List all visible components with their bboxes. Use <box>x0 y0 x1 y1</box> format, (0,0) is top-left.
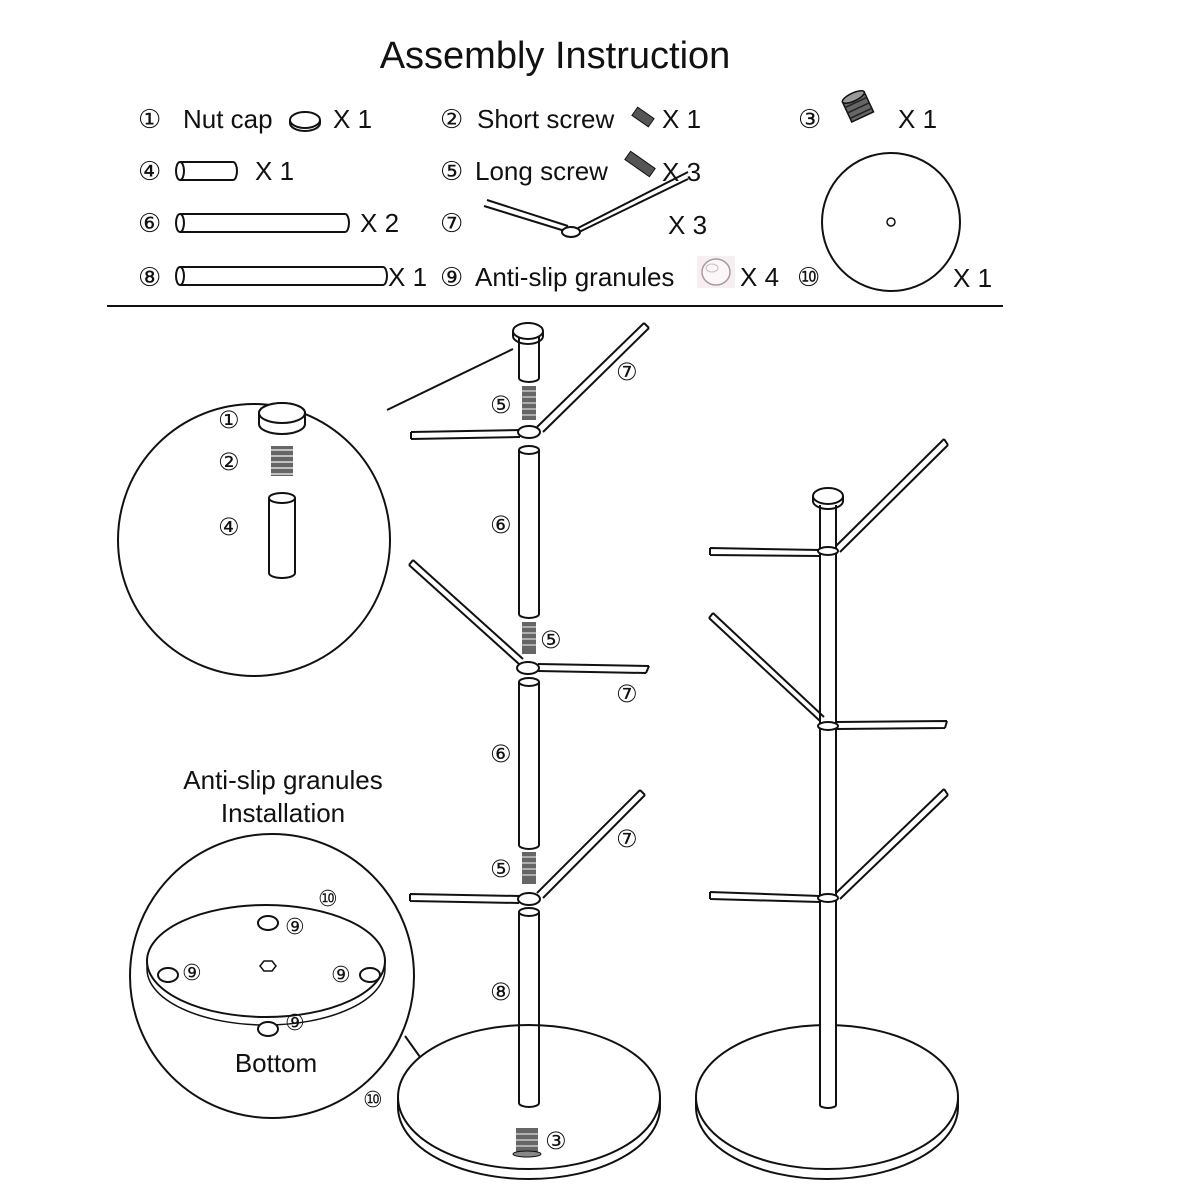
part-9-name: Anti-slip granules <box>475 262 674 292</box>
callout-9-left: ⑨ <box>182 961 202 986</box>
long-tube-icon <box>175 266 388 286</box>
callout-9-bottom: ⑨ <box>285 1011 305 1036</box>
part-9-qty: X 4 <box>740 262 779 292</box>
callout-2: ② <box>218 448 240 476</box>
part-2-name: Short screw <box>477 104 614 134</box>
arm-icon <box>483 171 689 238</box>
part-2-qty: X 1 <box>662 104 701 134</box>
part-7-qty: X 3 <box>668 210 707 240</box>
callout-3: ③ <box>545 1127 567 1155</box>
bottom-label: Bottom <box>235 1048 317 1078</box>
part-1-qty: X 1 <box>333 104 372 134</box>
callout-9-right: ⑨ <box>331 963 351 988</box>
part-8-number: ⑧ <box>138 263 161 293</box>
part-1-number: ① <box>138 105 161 135</box>
part-1-name: Nut cap <box>183 104 273 134</box>
part-10-number: ⑩ <box>797 263 820 293</box>
part-3-number: ③ <box>798 105 821 135</box>
medium-tube-icon <box>175 213 350 233</box>
callout-5-middle: ⑤ <box>540 626 562 654</box>
top-detail-view: ① ② ④ <box>117 348 514 677</box>
parts-list: ① Nut cap X 1 ② Short screw X 1 ③ X 1 ④ … <box>138 90 992 293</box>
part-5-qty: X 3 <box>662 157 701 187</box>
exploded-assembly: ⑤ ⑦ ⑥ ⑤ ⑦ ⑥ ⑤ <box>397 322 661 1180</box>
callout-10-outer: ⑩ <box>363 1088 383 1113</box>
page-title: Assembly Instruction <box>380 35 731 77</box>
assembled-stand <box>695 438 959 1180</box>
part-9-number: ⑨ <box>440 263 463 293</box>
bottom-heading-line1: Anti-slip granules <box>183 765 382 795</box>
callout-1: ① <box>218 406 240 434</box>
part-8-qty: X 1 <box>388 262 427 292</box>
base-disc-icon <box>821 152 961 292</box>
part-6-qty: X 2 <box>360 208 399 238</box>
callout-5-lower: ⑤ <box>490 855 512 883</box>
part-10-qty: X 1 <box>953 263 992 293</box>
callout-5-top: ⑤ <box>490 391 512 419</box>
bottom-detail-view: Anti-slip granules Installation ⑨ ⑨ ⑨ ⑨ … <box>129 765 421 1119</box>
callout-9-top: ⑨ <box>285 915 305 940</box>
callout-7-middle: ⑦ <box>616 680 638 708</box>
long-screw-icon <box>624 150 656 178</box>
callout-7-top: ⑦ <box>616 358 638 386</box>
granule-icon <box>697 256 735 288</box>
part-3-qty: X 1 <box>898 104 937 134</box>
nut-cap-icon <box>289 111 321 132</box>
callout-8: ⑧ <box>490 978 512 1006</box>
part-2-number: ② <box>440 105 463 135</box>
part-5-number: ⑤ <box>440 157 463 187</box>
callout-7-lower: ⑦ <box>616 825 638 853</box>
callout-6-lower: ⑥ <box>490 740 512 768</box>
part-5-name: Long screw <box>475 156 608 186</box>
callout-6-upper: ⑥ <box>490 511 512 539</box>
part-7-number: ⑦ <box>440 209 463 239</box>
short-tube-icon <box>175 161 238 181</box>
part-4-qty: X 1 <box>255 156 294 186</box>
short-screw-icon <box>631 106 655 128</box>
part-6-number: ⑥ <box>138 209 161 239</box>
pedestal-screw-icon <box>841 90 875 124</box>
callout-4: ④ <box>218 513 240 541</box>
callout-10-inner: ⑩ <box>318 887 338 912</box>
part-4-number: ④ <box>138 157 161 187</box>
bottom-heading-line2: Installation <box>221 798 345 828</box>
